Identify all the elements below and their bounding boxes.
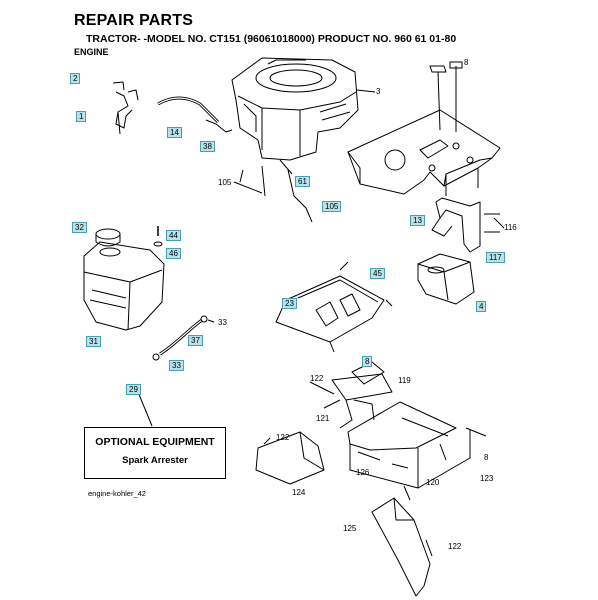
optional-equipment-box: OPTIONAL EQUIPMENT Spark Arrester: [84, 427, 226, 479]
label-part-123: 123: [480, 474, 494, 483]
page-title: REPAIR PARTS: [74, 12, 194, 29]
tag-part-29[interactable]: 29: [126, 384, 141, 395]
label-part-105: 105: [218, 178, 232, 187]
label-part-124: 124: [292, 488, 306, 497]
tag-part-33[interactable]: 33: [169, 360, 184, 371]
tag-part-45[interactable]: 45: [370, 268, 385, 279]
label-part-121: 121: [316, 414, 330, 423]
fuel-tank-drawing: [83, 241, 165, 331]
label-part-126: 126: [356, 468, 370, 477]
tag-part-23[interactable]: 23: [282, 298, 297, 309]
tag-part-8[interactable]: 8: [362, 356, 373, 367]
tag-part-44[interactable]: 44: [166, 230, 181, 241]
tag-part-38[interactable]: 38: [200, 141, 215, 152]
label-part-125: 125: [343, 524, 357, 533]
tag-part-37[interactable]: 37: [188, 335, 203, 346]
section-title: ENGINE: [74, 47, 109, 57]
label-part-119: 119: [398, 376, 411, 385]
optional-equipment-item: Spark Arrester: [122, 455, 188, 466]
label-part-122-a: 122: [310, 374, 324, 383]
tag-part-32[interactable]: 32: [72, 222, 87, 233]
tag-part-1[interactable]: 1: [76, 111, 87, 122]
muffler-drawing: [417, 253, 475, 305]
label-part-33: 33: [218, 318, 227, 327]
tag-part-13[interactable]: 13: [410, 215, 425, 226]
tag-part-46[interactable]: 46: [166, 248, 181, 259]
label-part-8-top: 8: [464, 58, 469, 67]
diagram-code: engine-kohler_42: [88, 489, 146, 498]
engine-drawing: [231, 57, 359, 161]
label-part-116: 116: [504, 223, 517, 232]
label-part-8-bottom: 8: [484, 453, 489, 462]
optional-equipment-title: OPTIONAL EQUIPMENT: [95, 436, 215, 448]
label-part-122-b: 122: [276, 433, 290, 442]
model-line: TRACTOR- -MODEL NO. CT151 (96061018000) …: [86, 33, 457, 45]
tag-part-2[interactable]: 2: [70, 73, 81, 84]
tag-part-31[interactable]: 31: [86, 336, 101, 347]
tag-part-105[interactable]: 105: [322, 201, 342, 212]
tag-part-14[interactable]: 14: [167, 127, 182, 138]
frame-plate: [347, 109, 501, 196]
label-part-122-c: 122: [448, 542, 462, 551]
tag-part-117[interactable]: 117: [486, 252, 505, 263]
label-part-3: 3: [376, 87, 381, 96]
tag-part-61[interactable]: 61: [295, 176, 310, 187]
label-part-120: 120: [426, 478, 440, 487]
tag-part-4[interactable]: 4: [476, 301, 487, 312]
